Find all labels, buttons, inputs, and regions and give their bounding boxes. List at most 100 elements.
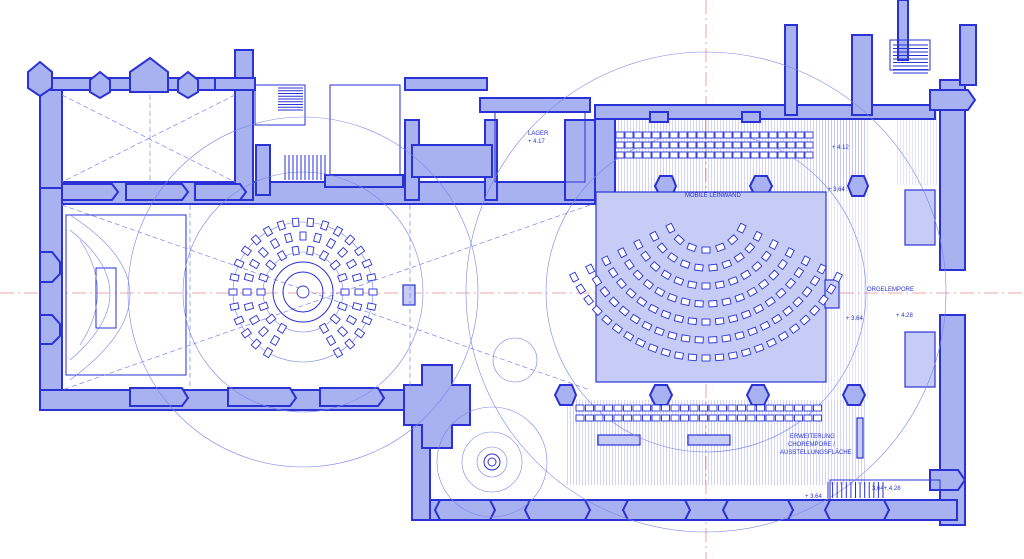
seat	[269, 334, 281, 347]
seat	[632, 404, 642, 412]
seat	[594, 414, 604, 422]
seat	[243, 273, 255, 282]
label-erweiterung-1: ERWEITERUNG	[790, 434, 835, 440]
seat	[636, 296, 648, 308]
seat	[746, 414, 756, 422]
seat	[669, 141, 679, 149]
seat	[608, 296, 620, 308]
seat	[229, 302, 240, 311]
stair-bottom-level: 3,64+,4,28	[872, 486, 901, 492]
seat	[660, 347, 672, 357]
seat	[233, 258, 245, 269]
seat	[623, 258, 635, 271]
seat	[701, 354, 711, 362]
seat	[784, 414, 794, 422]
seat	[694, 336, 704, 344]
seat	[642, 414, 651, 422]
seat	[794, 414, 803, 422]
seat	[248, 258, 261, 270]
seat	[750, 141, 760, 149]
seat	[262, 347, 274, 359]
seat	[680, 297, 691, 307]
interior-elements	[65, 39, 941, 501]
seat	[723, 141, 733, 149]
seat	[718, 414, 727, 422]
seat	[775, 404, 784, 412]
seat	[801, 286, 813, 298]
seat	[777, 131, 787, 139]
seat	[759, 141, 769, 149]
seat	[250, 338, 262, 350]
seat	[678, 141, 688, 149]
seat	[803, 414, 813, 422]
seat	[804, 151, 814, 159]
seat	[233, 315, 245, 326]
seat	[777, 151, 787, 159]
seat	[687, 353, 698, 362]
seat	[784, 247, 795, 259]
seat	[624, 141, 634, 149]
seat	[741, 131, 751, 139]
seat	[768, 141, 778, 149]
seat	[642, 404, 651, 412]
seat	[782, 305, 794, 317]
seat	[705, 151, 715, 159]
seat	[771, 313, 783, 325]
seat	[228, 288, 238, 296]
seat	[583, 294, 595, 306]
seat	[765, 404, 775, 412]
level-lager: + 4.17	[528, 139, 546, 145]
seat	[747, 326, 758, 337]
seat	[785, 277, 797, 290]
seat	[759, 320, 771, 331]
seat	[756, 414, 765, 422]
seat	[687, 317, 698, 326]
seat	[723, 131, 733, 139]
seat	[732, 131, 742, 139]
seat	[344, 338, 356, 350]
seat	[746, 286, 758, 298]
seat	[727, 414, 737, 422]
seat	[366, 273, 377, 282]
seat	[669, 151, 679, 159]
seat	[803, 404, 813, 412]
seat	[750, 131, 760, 139]
seat	[673, 234, 685, 246]
seat	[800, 255, 811, 267]
seat	[366, 302, 377, 311]
seat	[714, 141, 724, 149]
seat	[786, 131, 796, 139]
seat	[656, 242, 668, 254]
seat	[768, 131, 778, 139]
seat	[727, 276, 739, 286]
seat	[737, 414, 746, 422]
level-center: + 3.64	[846, 316, 864, 322]
seat	[325, 334, 337, 347]
seat	[753, 343, 765, 353]
seat	[813, 414, 822, 422]
seat	[727, 351, 738, 360]
seat	[813, 404, 822, 412]
seat	[575, 414, 585, 422]
seat	[351, 273, 363, 282]
seat	[250, 234, 262, 246]
seat	[368, 288, 378, 296]
seat	[351, 302, 363, 311]
seat	[291, 245, 300, 256]
seat	[345, 314, 358, 326]
seat	[733, 252, 745, 263]
seat	[318, 322, 330, 334]
seat	[665, 222, 676, 234]
seat	[680, 414, 689, 422]
seat	[615, 141, 625, 149]
seat	[718, 404, 727, 412]
seat	[788, 323, 801, 335]
seat	[678, 151, 688, 159]
seat	[701, 282, 711, 290]
seat	[741, 141, 751, 149]
label-lager: LAGER	[528, 131, 549, 137]
label-orgelempore: ORGELEMPORE	[867, 287, 914, 293]
seat	[329, 259, 341, 271]
seat	[569, 271, 580, 283]
seat	[714, 353, 725, 362]
